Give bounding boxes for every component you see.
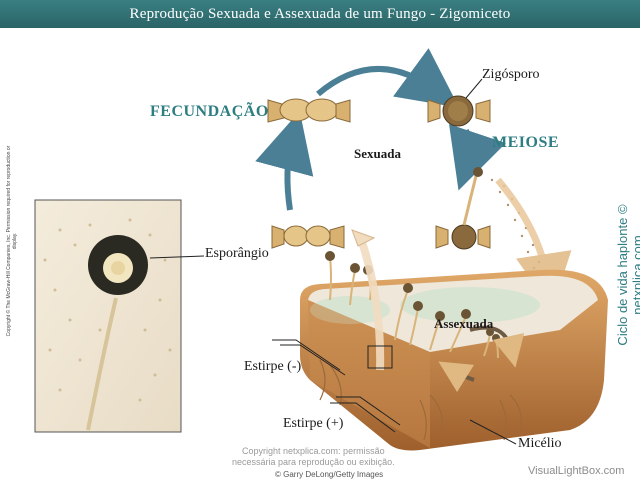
- sporangium-photo: [34, 199, 182, 433]
- label-sexuada: Sexuada: [354, 146, 401, 161]
- cycle-side-text: Ciclo de vida haplonte © netxplica.com: [615, 204, 640, 346]
- esporangio-leader: [149, 255, 205, 259]
- bread-slice: [300, 269, 608, 451]
- label-meiose: MEIOSE: [492, 134, 560, 151]
- label-estirpe-menos: Estirpe (-): [244, 359, 302, 374]
- label-micelio: Micélio: [518, 436, 562, 451]
- label-zigosporo: Zigósporo: [482, 67, 540, 82]
- copyright-side-text: Copyright © The McGraw-Hill Companies, I…: [6, 145, 18, 337]
- title-bar: Reprodução Sexuada e Assexuada de um Fun…: [0, 0, 640, 28]
- label-fecundacao: FECUNDAÇÃO: [150, 103, 269, 120]
- watermark-line2: necessária para reprodução ou exibição.: [232, 457, 395, 467]
- label-estirpe-mais: Estirpe (+): [283, 416, 344, 431]
- page-title: Reprodução Sexuada e Assexuada de um Fun…: [129, 6, 511, 22]
- zigosporo-leader: [465, 78, 483, 99]
- zygospore: [427, 95, 491, 127]
- getty-credit: © Garry DeLong/Getty Images: [275, 470, 384, 479]
- spore-arrow: [495, 177, 572, 310]
- cycle-arrow-right: [449, 124, 506, 191]
- leader-lines: [272, 339, 517, 445]
- zoom-box: [367, 345, 393, 369]
- site-credit: VisualLightBox.com: [528, 465, 625, 477]
- assexuada-arrow-left: [438, 361, 475, 393]
- watermark: Copyright netxplica.com: permissão neces…: [232, 446, 395, 468]
- assexuada-arrow-right: [469, 325, 525, 368]
- asexual-to-sexual-arrowhead: [351, 229, 376, 247]
- asexual-to-sexual-arrow: [356, 234, 385, 371]
- gametangia-fusion: [267, 98, 351, 123]
- label-esporangio: Esporângio: [205, 246, 269, 261]
- label-assexuada: Assexuada: [434, 316, 494, 331]
- mycelium: [319, 359, 522, 441]
- watermark-line1: Copyright netxplica.com: permissão: [242, 446, 385, 456]
- gametangia-pair: [271, 225, 345, 249]
- germinating-zygospore: [435, 167, 491, 250]
- cycle-arrow-top: [316, 48, 460, 108]
- cycle-arrow-left: [255, 111, 314, 211]
